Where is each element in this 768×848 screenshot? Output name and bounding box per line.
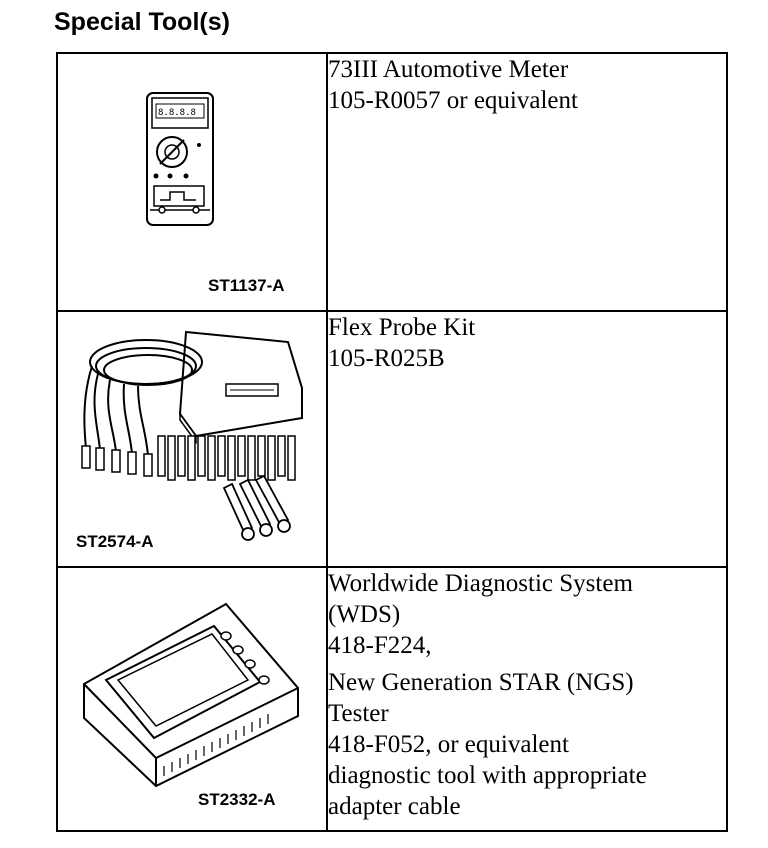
tool-name-abbrev: (WDS) xyxy=(328,601,401,628)
figure-id: ST1137-A xyxy=(208,276,285,295)
tool-part-number: 105-R0057 or equivalent xyxy=(328,87,578,114)
tool-part-number: 418-F224, xyxy=(328,632,432,659)
table-row: ST2332-A Worldwide Diagnostic System (WD… xyxy=(56,566,728,832)
tool-description: 73III Automotive Meter 105-R0057 or equi… xyxy=(326,52,728,312)
tool-name: Worldwide Diagnostic System xyxy=(328,570,633,597)
tool-description: Worldwide Diagnostic System (WDS) 418-F2… xyxy=(326,566,728,832)
tool-image-cell: 8.8.8.8 ST1137-A xyxy=(56,52,328,312)
tool-part-number: 418-F052, or equivalent xyxy=(328,731,569,758)
tool-note: diagnostic tool with appropriate xyxy=(328,762,647,789)
tool-name: 73III Automotive Meter xyxy=(328,56,569,83)
tool-name: Flex Probe Kit xyxy=(328,314,476,341)
probe-kit-icon xyxy=(81,330,303,541)
multimeter-icon: 8.8.8.8 xyxy=(146,92,214,226)
tool-part-number: 105-R025B xyxy=(328,345,445,372)
tool-description: Flex Probe Kit 105-R025B xyxy=(326,310,728,568)
tool-note-cont: adapter cable xyxy=(328,793,461,820)
diagnostic-tester-icon xyxy=(83,602,299,788)
tool-name: New Generation STAR (NGS) xyxy=(328,669,634,696)
special-tools-table: 8.8.8.8 ST1137-A 73III Automotive Meter … xyxy=(56,52,728,832)
tool-image-cell: ST2332-A xyxy=(56,566,328,832)
tool-name-cont: Tester xyxy=(328,700,389,727)
table-row: ST2574-A Flex Probe Kit 105-R025B xyxy=(56,310,728,568)
figure-id: ST2332-A xyxy=(198,790,276,809)
table-row: 8.8.8.8 ST1137-A 73III Automotive Meter … xyxy=(56,52,728,312)
svg-text:8.8.8.8: 8.8.8.8 xyxy=(158,108,196,118)
tool-image-cell: ST2574-A xyxy=(56,310,328,568)
page-title: Special Tool(s) xyxy=(54,8,230,36)
figure-id: ST2574-A xyxy=(76,532,154,551)
